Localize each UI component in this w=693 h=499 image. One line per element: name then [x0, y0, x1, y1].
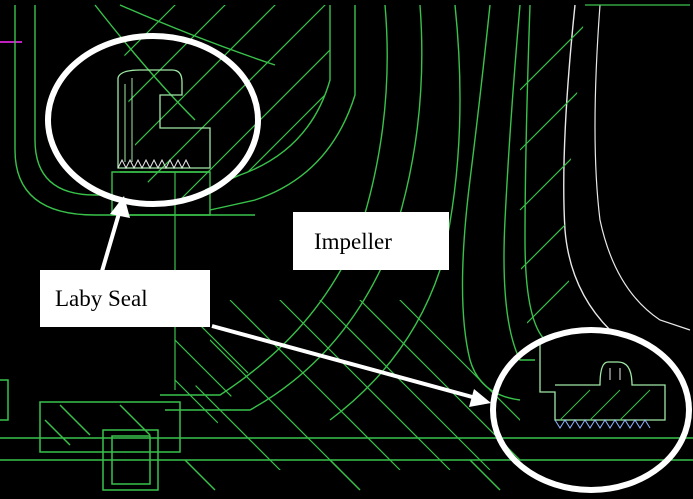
impeller-label: Impeller	[293, 212, 449, 270]
casing-outline	[14, 4, 356, 216]
shaft-base	[0, 379, 693, 491]
shroud-outline	[524, 4, 691, 346]
upper-seal-detail	[117, 69, 211, 390]
lower-seal-callout	[490, 327, 692, 493]
upper-seal-callout	[45, 33, 261, 207]
lower-seal-detail	[539, 340, 666, 429]
hub-hatch	[150, 300, 520, 470]
shroud-hatch	[519, 9, 600, 331]
callout-arrows	[98, 196, 491, 407]
laby-seal-label: Laby Seal	[40, 270, 210, 327]
